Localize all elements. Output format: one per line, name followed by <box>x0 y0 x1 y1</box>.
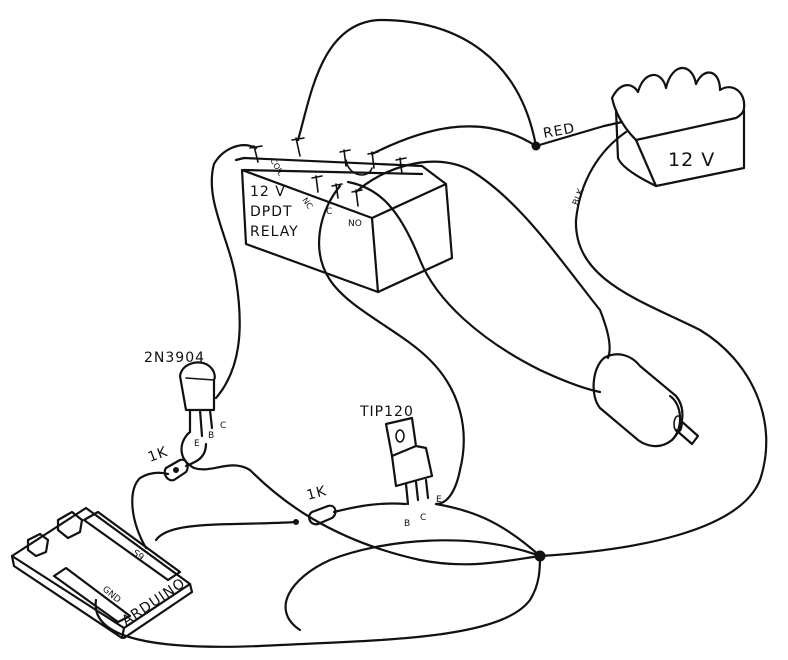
tip120-tab <box>384 416 418 458</box>
2n3904-body <box>178 361 216 412</box>
junction-r2 <box>293 519 299 525</box>
tip120-b-label: B <box>404 519 410 529</box>
2n3904-part-label: 2N3904 <box>144 350 205 366</box>
wire-ground-upper-loop <box>284 539 542 632</box>
resistor-1-label: 1K <box>146 444 170 466</box>
relay-top <box>234 156 448 186</box>
motor-body <box>592 353 684 448</box>
wire-tip120-emitter-to-ground <box>434 502 542 558</box>
wire-c-to-motor <box>346 180 602 394</box>
relay-label-line1: 12 V <box>250 184 286 200</box>
wires: RED BLK <box>94 18 768 648</box>
relay: 12 V DPDT RELAY COIL NC C NO <box>234 137 454 294</box>
transistor-tip120: TIP120 B C E <box>359 404 442 529</box>
arduino-edge-right <box>122 582 194 640</box>
nc-terminal <box>311 175 323 193</box>
tip120-leg-c <box>414 480 420 502</box>
junction-ground <box>534 550 546 562</box>
2n3904-c-label: C <box>220 421 226 431</box>
2n3904-b-label: B <box>208 431 214 441</box>
battery-12v: 12 V <box>610 66 746 188</box>
wire-coil-to-2n3904 <box>210 144 258 400</box>
battery-label: 12 V <box>668 149 715 171</box>
arduino-usb <box>56 510 84 540</box>
dc-motor <box>592 353 700 448</box>
relay-side <box>370 182 454 294</box>
arduino-header-top <box>82 510 182 582</box>
relay-no-label: NO <box>348 219 362 229</box>
tip120-e-label: E <box>436 495 442 505</box>
relay-c-label: C <box>326 207 332 217</box>
motor-shaft <box>674 418 700 446</box>
wire-junction-to-relay <box>370 125 538 156</box>
2n3904-face <box>185 377 215 381</box>
resistor-2-label: 1K <box>305 483 329 504</box>
junction-r1 <box>173 467 179 473</box>
wire-gnd-to-ground <box>94 554 542 648</box>
tip120-part-label: TIP120 <box>359 404 414 420</box>
wire-red-label: RED <box>542 121 577 142</box>
wire-red-battery-to-junction <box>534 120 624 148</box>
wire-r2-to-tip120 <box>332 502 408 514</box>
wire-arduino-to-r1 <box>131 471 170 550</box>
2n3904-leg-b <box>198 408 204 438</box>
wire-black-battery-to-ground <box>538 130 768 558</box>
transistor-2n3904: 2N3904 E B C <box>144 350 226 449</box>
arduino-edge <box>10 554 126 640</box>
wire-no-to-motor <box>354 160 611 360</box>
wire-black-label: BLK <box>571 187 587 208</box>
wire-2n3904-emitter-to-ground <box>180 430 542 566</box>
resistor-2-body <box>308 504 337 526</box>
junction-red <box>531 141 541 151</box>
arduino-power-jack <box>26 532 50 558</box>
2n3904-e-label: E <box>194 439 200 449</box>
tip120-body <box>390 444 434 488</box>
wire-c-loop <box>318 184 465 506</box>
top-terminal-1 <box>339 149 351 167</box>
relay-side-top <box>242 168 424 176</box>
tip120-c-label: C <box>420 513 426 523</box>
relay-label-line3: RELAY <box>250 224 299 240</box>
wire-arduino-to-r2 <box>154 520 298 542</box>
tip120-leg-b <box>404 482 410 506</box>
wire-relay-top-loop <box>345 159 373 176</box>
tip120-hole <box>395 429 405 443</box>
wire-red-arch-to-coil <box>296 18 538 148</box>
2n3904-leg-c <box>208 408 214 430</box>
relay-label-line2: DPDT <box>250 204 293 220</box>
relay-nc-label: NC <box>300 196 314 211</box>
battery-cloud-top <box>610 66 746 142</box>
arduino-board: GND S9 ARDUINO <box>10 506 194 640</box>
battery-edge <box>634 138 658 188</box>
tip120-leg-e <box>424 478 430 500</box>
